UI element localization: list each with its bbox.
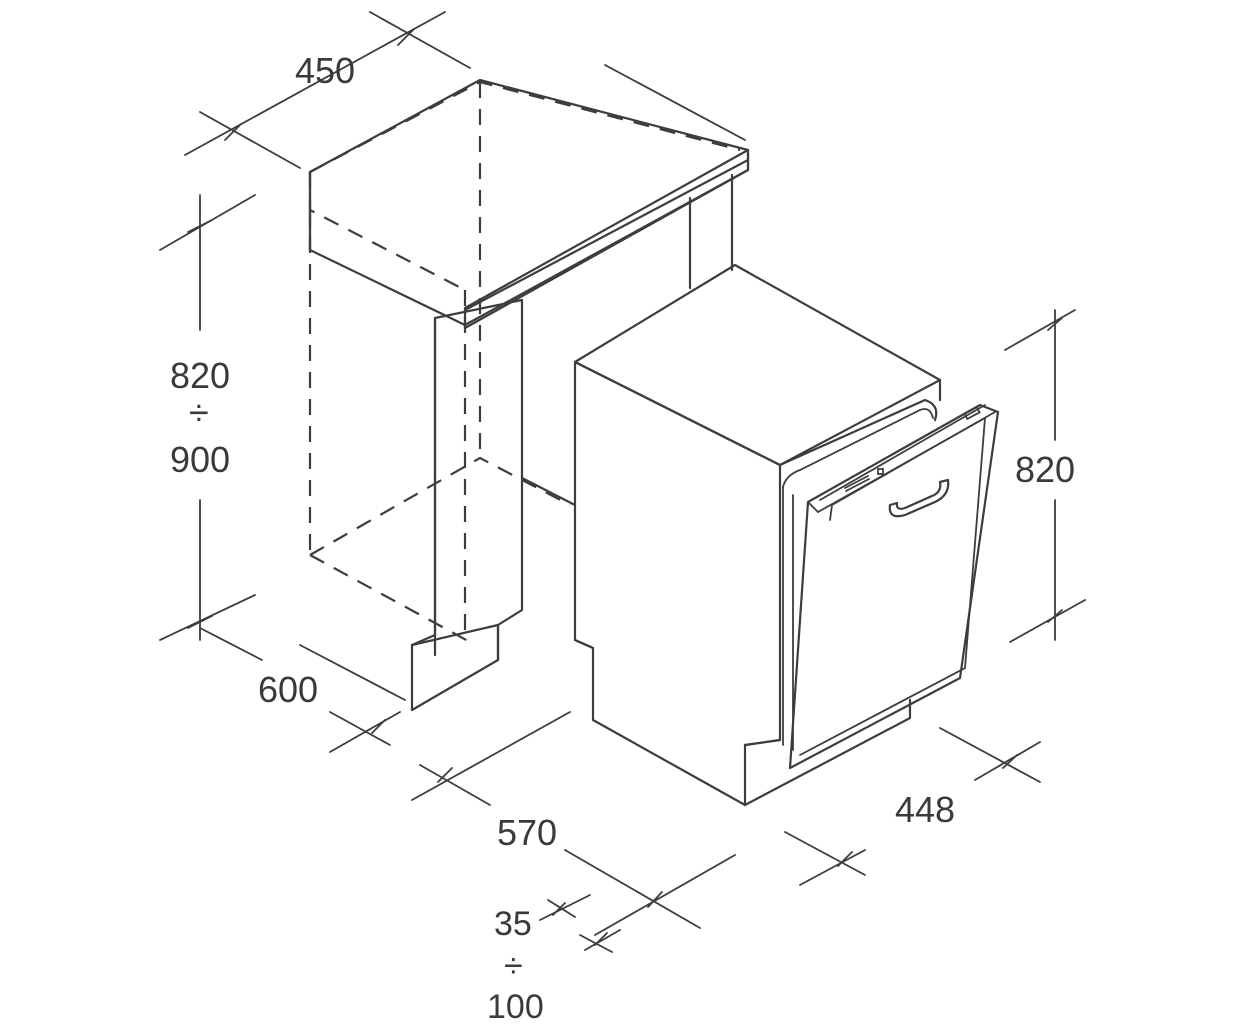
- dimension-cabinet-depth: 600: [199, 627, 406, 753]
- label-900: 900: [170, 439, 230, 480]
- label-820-top: 820: [170, 355, 230, 396]
- dishwasher: [573, 263, 1000, 807]
- label-600: 600: [258, 669, 318, 710]
- label-35: 35: [494, 905, 532, 943]
- label-450: 450: [295, 50, 355, 91]
- label-570: 570: [497, 812, 557, 853]
- door-handle: [888, 478, 950, 518]
- label-100: 100: [487, 988, 544, 1024]
- label-820-right: 820: [1015, 449, 1075, 490]
- dishwasher-top: [573, 263, 942, 467]
- dimension-appliance-width: 448: [784, 727, 1041, 886]
- label-div-bottom: ÷: [504, 947, 523, 985]
- kitchen-cabinet: [308, 78, 750, 712]
- cabinet-side-panel: [410, 298, 524, 712]
- cavity-outline: [309, 80, 741, 173]
- dishwasher-door: [788, 403, 1000, 770]
- dishwasher-side: [573, 360, 782, 807]
- label-div-top: ÷: [189, 392, 209, 433]
- dimension-appliance-depth: 570: [411, 711, 736, 936]
- dimension-cabinet-height: 820 ÷ 900: [159, 194, 256, 641]
- label-448: 448: [895, 789, 955, 830]
- dimension-cabinet-width: 450: [184, 11, 746, 169]
- dimension-appliance-height: 820: [1004, 309, 1086, 643]
- worktop: [308, 78, 750, 327]
- dimension-plinth: 35 ÷ 100: [487, 894, 621, 1024]
